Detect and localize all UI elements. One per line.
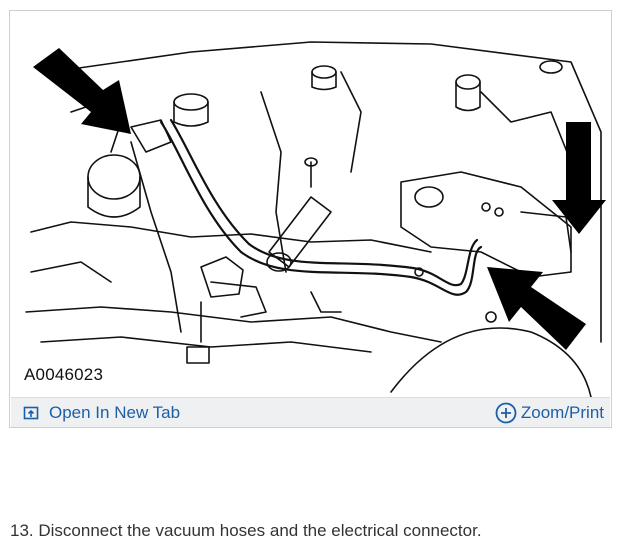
engine-diagram-image bbox=[25, 41, 606, 397]
figure-toolbar: Open In New Tab Zoom/Print bbox=[11, 397, 610, 427]
open-new-tab-icon bbox=[23, 405, 39, 421]
zoom-print-label: Zoom/Print bbox=[520, 403, 604, 422]
figure-card: A0046023 Open In New Tab Zoom/Print bbox=[9, 10, 612, 428]
zoom-plus-icon bbox=[495, 402, 517, 424]
open-in-new-tab-label: Open In New Tab bbox=[49, 403, 181, 422]
zoom-print-button[interactable]: Zoom/Print bbox=[495, 402, 604, 424]
open-in-new-tab-button[interactable]: Open In New Tab bbox=[23, 402, 180, 424]
step-instruction: 13. Disconnect the vacuum hoses and the … bbox=[10, 521, 482, 540]
figure-code: A0046023 bbox=[24, 365, 104, 384]
